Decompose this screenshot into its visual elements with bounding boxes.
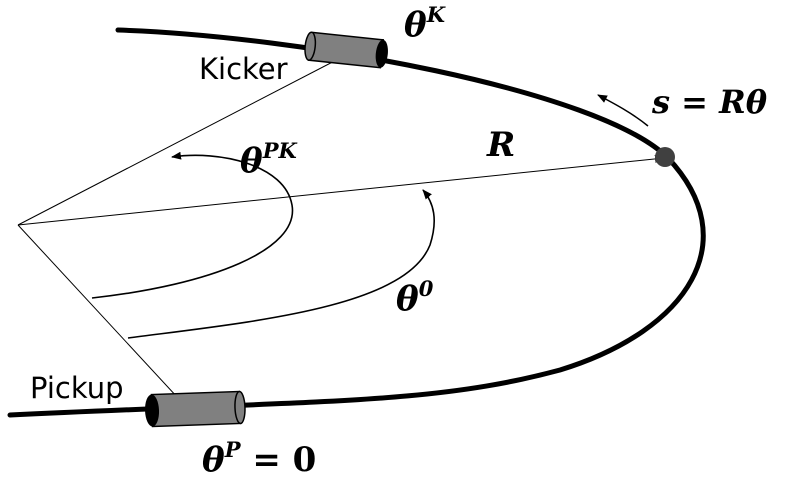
pickup-label: Pickup xyxy=(30,371,124,405)
direction-arrow xyxy=(597,94,649,127)
radius-arrow xyxy=(17,154,665,226)
theta-0-label: θ0 xyxy=(396,276,434,319)
theta-pk-label: θPK xyxy=(240,138,297,181)
kicker-device xyxy=(304,31,388,69)
line-center-to-pickup xyxy=(17,224,179,399)
angle-arc-theta-pk xyxy=(91,151,294,299)
theta-p-equals-zero: = 0 xyxy=(240,440,316,480)
radius-label: R xyxy=(486,125,515,165)
theta-k-sup: K xyxy=(426,2,446,27)
line-center-to-kicker xyxy=(17,53,349,226)
theta-pk-base: θ xyxy=(240,141,263,181)
theta-p-base: θ xyxy=(202,440,225,480)
theta-p-label: θP = 0 xyxy=(202,437,316,480)
beam-orbit xyxy=(7,27,706,418)
pickup-device xyxy=(145,390,246,428)
theta-k-base: θ xyxy=(404,5,427,45)
theta-k-label: θK xyxy=(404,2,446,45)
kicker-label: Kicker xyxy=(199,52,288,86)
particle xyxy=(655,147,675,167)
theta-0-sup: 0 xyxy=(419,276,434,301)
theta-p-sup: P xyxy=(224,437,242,462)
angle-arc-theta-0 xyxy=(127,189,436,339)
theta-pk-sup: PK xyxy=(262,138,298,163)
theta-0-base: θ xyxy=(396,279,419,319)
arc-length-label: s = Rθ xyxy=(651,83,768,121)
